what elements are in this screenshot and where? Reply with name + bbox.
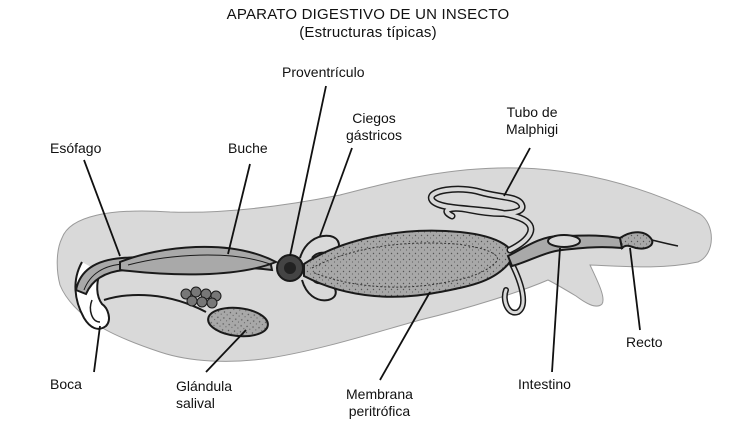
label-boca: Boca [50,376,82,392]
label-ciegos-line2: gástricos [346,127,403,143]
label-esofago: Esófago [50,140,102,156]
label-glandula-salival: Glándula salival [176,378,232,412]
rectum [618,231,654,251]
label-membrana-peritrofica: Membrana peritrófica [346,386,413,420]
label-glandula-line1: Glándula [176,378,233,394]
salivary-gland [207,306,269,338]
label-recto: Recto [626,334,663,350]
label-glandula-line2: salival [176,395,215,411]
label-buche: Buche [228,140,268,156]
label-tubo-line2: Malphigi [506,121,559,137]
salivary-gland-lobes [180,286,222,309]
salivary-duct [103,294,207,313]
mouth-opening [89,299,101,323]
label-tubo-line1: Tubo de [506,104,558,120]
label-proventriculo: Proventrículo [282,64,365,80]
intestine-loop [547,234,581,248]
label-tubo-malphigi: Tubo de Malphigi [506,104,558,138]
label-membrana-line2: peritrófica [348,403,411,419]
label-ciegos-line1: Ciegos [352,110,396,126]
peritrophic-membrane [311,242,498,288]
label-intestino: Intestino [518,376,571,392]
diagram-subtitle: (Estructuras típicas) [299,24,437,41]
diagram-title: APARATO DIGESTIVO DE UN INSECTO [226,6,510,23]
leader-lines [83,85,641,381]
crop [119,245,279,276]
label-membrana-line1: Membrana [346,386,413,402]
label-ciegos-gastricos: Ciegos gástricos [346,110,402,144]
